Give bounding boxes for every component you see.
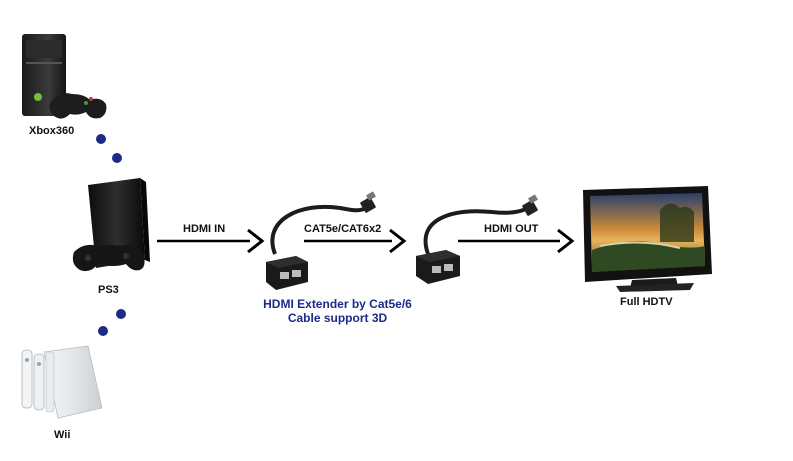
connector-dot <box>96 134 106 144</box>
caption-line-2: Cable support 3D <box>287 311 388 325</box>
hdtv-image <box>583 186 712 292</box>
cable-label: CAT5e/CAT6x2 <box>304 223 381 235</box>
xbox360-console-image <box>22 34 107 119</box>
wii-console-image <box>21 345 103 419</box>
extender-receiver-image <box>416 194 538 284</box>
wii-label: Wii <box>54 429 70 441</box>
hdmi-out-label: HDMI OUT <box>484 223 539 235</box>
extender-transmitter-image <box>266 191 376 290</box>
hdmi-out-arrow <box>458 228 575 254</box>
connector-dot <box>116 309 126 319</box>
connector-dot <box>98 326 108 336</box>
hdmi-in-label: HDMI IN <box>183 223 225 235</box>
hdmi-in-arrow <box>157 228 265 254</box>
ps3-console-image <box>72 178 150 272</box>
ps3-label: PS3 <box>98 284 119 296</box>
hdtv-label: Full HDTV <box>620 296 673 308</box>
connector-dot <box>112 153 122 163</box>
xbox360-label: Xbox360 <box>29 125 74 137</box>
cable-arrow <box>304 228 407 254</box>
product-caption: HDMI Extender by Cat5e/6 Cable support 3… <box>250 297 425 325</box>
caption-line-1: HDMI Extender by Cat5e/6 <box>263 297 412 311</box>
